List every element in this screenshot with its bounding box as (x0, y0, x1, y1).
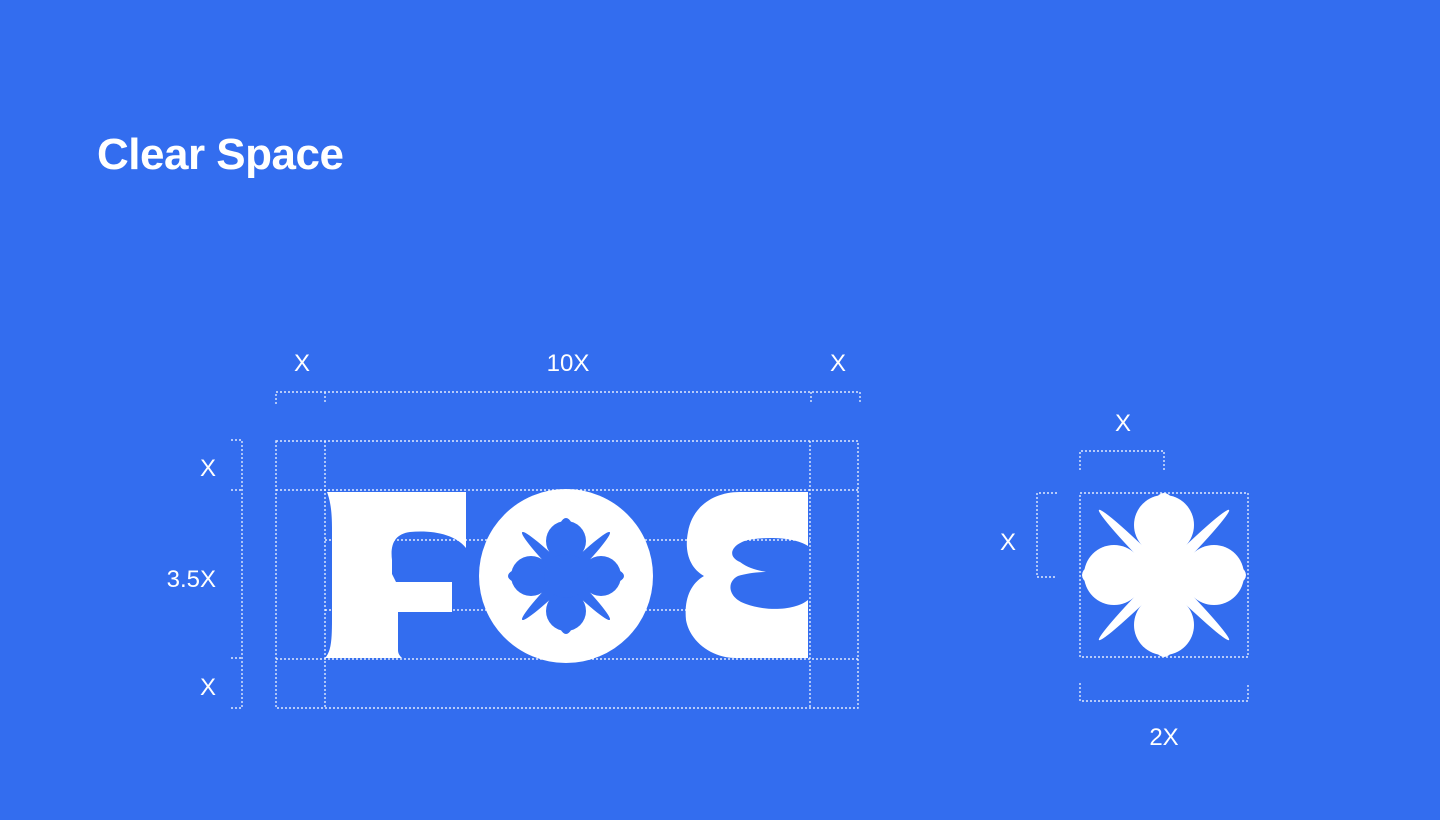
wordmark-letter-e (685, 492, 808, 658)
symbol-bottom-2x-label: 2X (1149, 724, 1178, 751)
symbol-top-bracket (1079, 450, 1165, 470)
page-title: Clear Space (97, 130, 344, 179)
side-middle-3-5x-label: 3.5X (167, 566, 216, 593)
side-bottom-x-label: X (200, 674, 216, 701)
wordmark-flower-cutout (508, 518, 624, 634)
side-top-x-label: X (200, 455, 216, 482)
symbol-top-x-label: X (1115, 410, 1131, 437)
wordmark-letter-f (325, 492, 466, 658)
symbol-bottom-bracket (1079, 683, 1249, 702)
wordmark-grid (275, 440, 859, 709)
symbol-side-x-label: X (1000, 529, 1016, 556)
top-left-x-label: X (294, 350, 310, 377)
flower-symbol (1082, 493, 1246, 657)
top-bracket (275, 391, 861, 404)
top-center-10x-label: 10X (547, 350, 590, 377)
symbol-clear-space: X X 2X (1000, 410, 1249, 751)
top-right-x-label: X (830, 350, 846, 377)
wordmark-clear-space: X 10X X X 3.5X X (167, 350, 861, 709)
side-bracket (231, 439, 243, 709)
symbol-side-bracket (1036, 492, 1057, 578)
